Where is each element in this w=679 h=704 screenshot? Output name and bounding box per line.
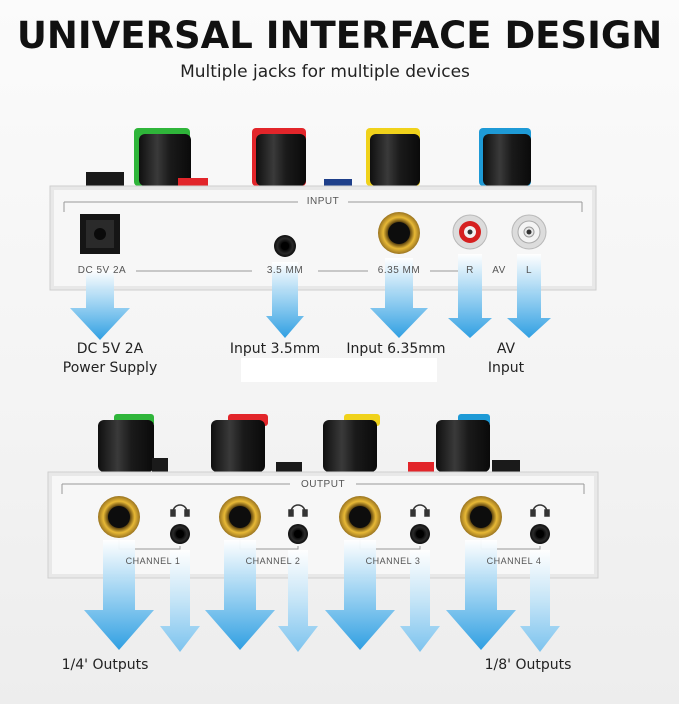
mm635-caption: Input 6.35mm — [346, 341, 446, 357]
output-arrows — [84, 540, 560, 652]
quarter-outputs-caption: 1/4' Outputs — [61, 657, 149, 673]
input-panel-label: INPUT — [306, 196, 340, 207]
av-caption: AV Input — [470, 340, 542, 378]
channel-1-label: CHANNEL 1 — [125, 556, 181, 566]
dc-jack-label: DC 5V 2A — [77, 265, 127, 276]
av-caption-line2: Input — [487, 360, 525, 376]
output-knobs — [98, 414, 520, 472]
rca-l-label: L — [525, 265, 533, 276]
channel-2-label: CHANNEL 2 — [245, 556, 301, 566]
output-panel-label: OUTPUT — [300, 479, 346, 490]
eighth-outputs-caption: 1/8' Outputs — [484, 657, 572, 673]
input-arrows — [70, 254, 551, 340]
dc-caption: DC 5V 2A Power Supply — [40, 340, 180, 378]
mm35-jack-label: 3.5 MM — [266, 265, 304, 276]
mm635-jack-label: 6.35 MM — [377, 265, 421, 276]
blank-label-box — [241, 358, 437, 382]
dc-caption-line1: DC 5V 2A — [76, 341, 144, 357]
channel-4-label: CHANNEL 4 — [486, 556, 542, 566]
headphone-icon — [170, 504, 550, 517]
page-title: UNIVERSAL INTERFACE DESIGN — [16, 14, 663, 57]
input-knobs — [86, 128, 531, 186]
mm35-caption: Input 3.5mm — [229, 341, 321, 357]
rca-r-label: R — [466, 265, 474, 276]
av-label: AV — [492, 265, 506, 276]
output-jacks — [98, 496, 550, 544]
channel-3-label: CHANNEL 3 — [365, 556, 421, 566]
dc-caption-line2: Power Supply — [62, 360, 158, 376]
page-subtitle: Multiple jacks for multiple devices — [180, 62, 470, 82]
av-caption-line1: AV — [496, 341, 516, 357]
